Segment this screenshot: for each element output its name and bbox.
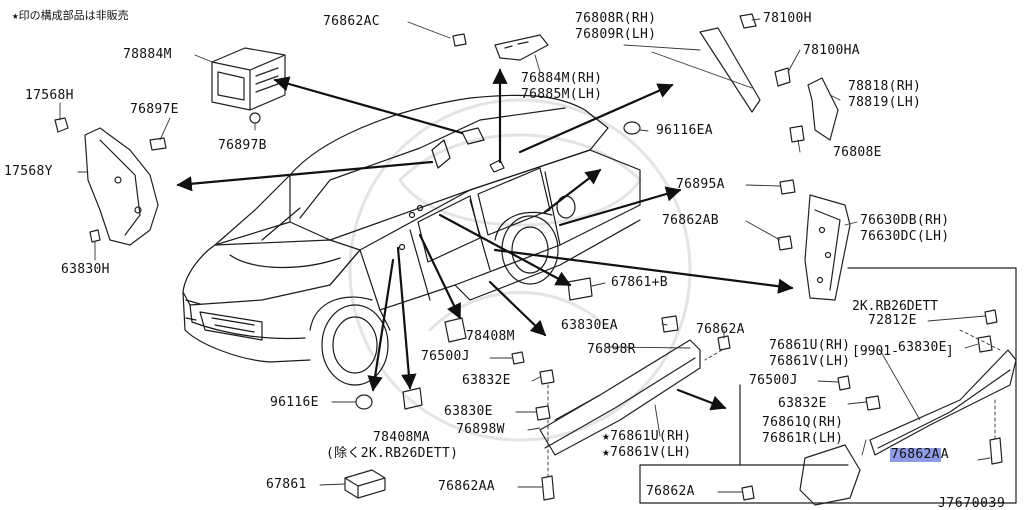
label-78884m[interactable]: 78884M (123, 47, 172, 62)
label-76861q[interactable]: 76861Q(RH) (762, 415, 844, 430)
part-78818 (807, 77, 839, 141)
label-78408ma[interactable]: 78408MA (373, 430, 430, 445)
label-76861u-star[interactable]: ★76861U(RH) (602, 429, 692, 444)
arrows (176, 68, 794, 411)
label-76898w[interactable]: 76898W (456, 422, 505, 437)
part-67861b (567, 277, 593, 301)
label-76885m[interactable]: 76885M(LH) (521, 87, 603, 102)
part-96116ea (623, 121, 641, 135)
label-78819[interactable]: 78819(LH) (848, 95, 922, 110)
label-76861v-detail[interactable]: 76861V(LH) (769, 354, 851, 369)
label-72812e[interactable]: 72812E (868, 313, 917, 328)
label-76500j-detail[interactable]: 76500J (749, 373, 798, 388)
label-76862a-bottom[interactable]: 76862A (646, 484, 695, 499)
label-63832e[interactable]: 63832E (462, 373, 511, 388)
label-63830e-detail[interactable]: 63830E (898, 340, 947, 355)
label-exclusion-note: (除く2K.RB26DETT) (326, 446, 459, 461)
part-76862aa (541, 475, 555, 501)
part-76500j-detail (837, 375, 851, 391)
label-67861b[interactable]: 67861+B (611, 275, 668, 290)
label-76897e[interactable]: 76897E (130, 102, 179, 117)
callout-engine: 2K.RB26DETT [9901- ] (852, 269, 954, 389)
part-76500j (511, 351, 525, 365)
part-63830e-detail (977, 335, 993, 353)
label-76809r[interactable]: 76809R(LH) (575, 27, 657, 42)
label-76862a-highlight-suffix: A (940, 447, 949, 462)
part-76897e (149, 137, 167, 151)
label-76897b[interactable]: 76897B (218, 138, 267, 153)
part-63832e-detail (865, 395, 881, 411)
label-63830h[interactable]: 63830H (61, 262, 110, 277)
callout-line1: 2K.RB26DETT (852, 299, 939, 314)
label-76630dc[interactable]: 76630DC(LH) (860, 229, 950, 244)
part-17568y (84, 127, 159, 246)
part-78100h (739, 13, 757, 29)
label-76884m[interactable]: 76884M(RH) (521, 71, 603, 86)
label-76862a-highlight[interactable]: 76862A (890, 447, 941, 462)
part-76808e (789, 125, 805, 143)
leaders (59, 18, 1001, 493)
label-17568y[interactable]: 17568Y (4, 164, 53, 179)
highlighted-part[interactable]: 76862A A (890, 448, 949, 462)
label-76862a-top[interactable]: 76862A (696, 322, 745, 337)
label-96116e[interactable]: 96116E (270, 395, 319, 410)
part-67861 (344, 469, 386, 499)
part-78884m (211, 47, 286, 111)
part-side-sill (539, 339, 701, 456)
part-76862ab (777, 235, 793, 251)
header-note: ★印の構成部品は非販売 (12, 9, 129, 22)
label-76862ab[interactable]: 76862AB (662, 213, 719, 228)
label-76500j[interactable]: 76500J (421, 349, 470, 364)
part-76862a-bottom (741, 485, 755, 501)
part-17568h (54, 117, 69, 133)
part-76861q (799, 444, 861, 506)
part-76897b (249, 112, 261, 124)
label-76808r[interactable]: 76808R(RH) (575, 11, 657, 26)
label-76808e[interactable]: 76808E (833, 145, 882, 160)
part-detail-sill (869, 349, 1017, 456)
label-76898r[interactable]: 76898R (587, 342, 636, 357)
part-76862ac (452, 33, 467, 47)
part-76884m (494, 34, 549, 61)
label-78408m[interactable]: 78408M (466, 329, 515, 344)
label-63830e[interactable]: 63830E (444, 404, 493, 419)
part-63830ea (661, 315, 679, 333)
part-76630db (804, 194, 851, 301)
part-76862a-detail (989, 437, 1003, 465)
label-67861[interactable]: 67861 (266, 477, 307, 492)
part-63830h (89, 229, 101, 243)
part-78408ma (402, 387, 423, 410)
label-78818[interactable]: 78818(RH) (848, 79, 922, 94)
label-76630db[interactable]: 76630DB(RH) (860, 213, 950, 228)
part-78408m (444, 317, 467, 343)
label-96116ea[interactable]: 96116EA (656, 123, 713, 138)
label-76861r[interactable]: 76861R(LH) (762, 431, 844, 446)
part-76862a-screw (717, 335, 731, 351)
part-78100ha (774, 67, 791, 87)
car-body (182, 94, 641, 386)
part-63832e (539, 369, 555, 385)
part-76808r (699, 27, 761, 113)
callout-line2: [9901- ] (852, 344, 954, 359)
label-63830ea[interactable]: 63830EA (561, 318, 618, 333)
part-76895a (779, 179, 796, 195)
figure-id: J7670039 (938, 496, 1006, 510)
label-76862ac[interactable]: 76862AC (323, 14, 380, 29)
label-78100ha[interactable]: 78100HA (803, 43, 860, 58)
label-76862aa[interactable]: 76862AA (438, 479, 495, 494)
detail-frame (639, 267, 1017, 504)
part-63830e (535, 405, 551, 421)
part-72812e (984, 309, 998, 325)
label-76895a[interactable]: 76895A (676, 177, 725, 192)
label-63832e-detail[interactable]: 63832E (778, 396, 827, 411)
label-76861v-star[interactable]: ★76861V(LH) (602, 445, 692, 460)
label-76861u-detail[interactable]: 76861U(RH) (769, 338, 851, 353)
label-78100h[interactable]: 78100H (763, 11, 812, 26)
part-96116e (355, 394, 373, 410)
label-17568h[interactable]: 17568H (25, 88, 74, 103)
